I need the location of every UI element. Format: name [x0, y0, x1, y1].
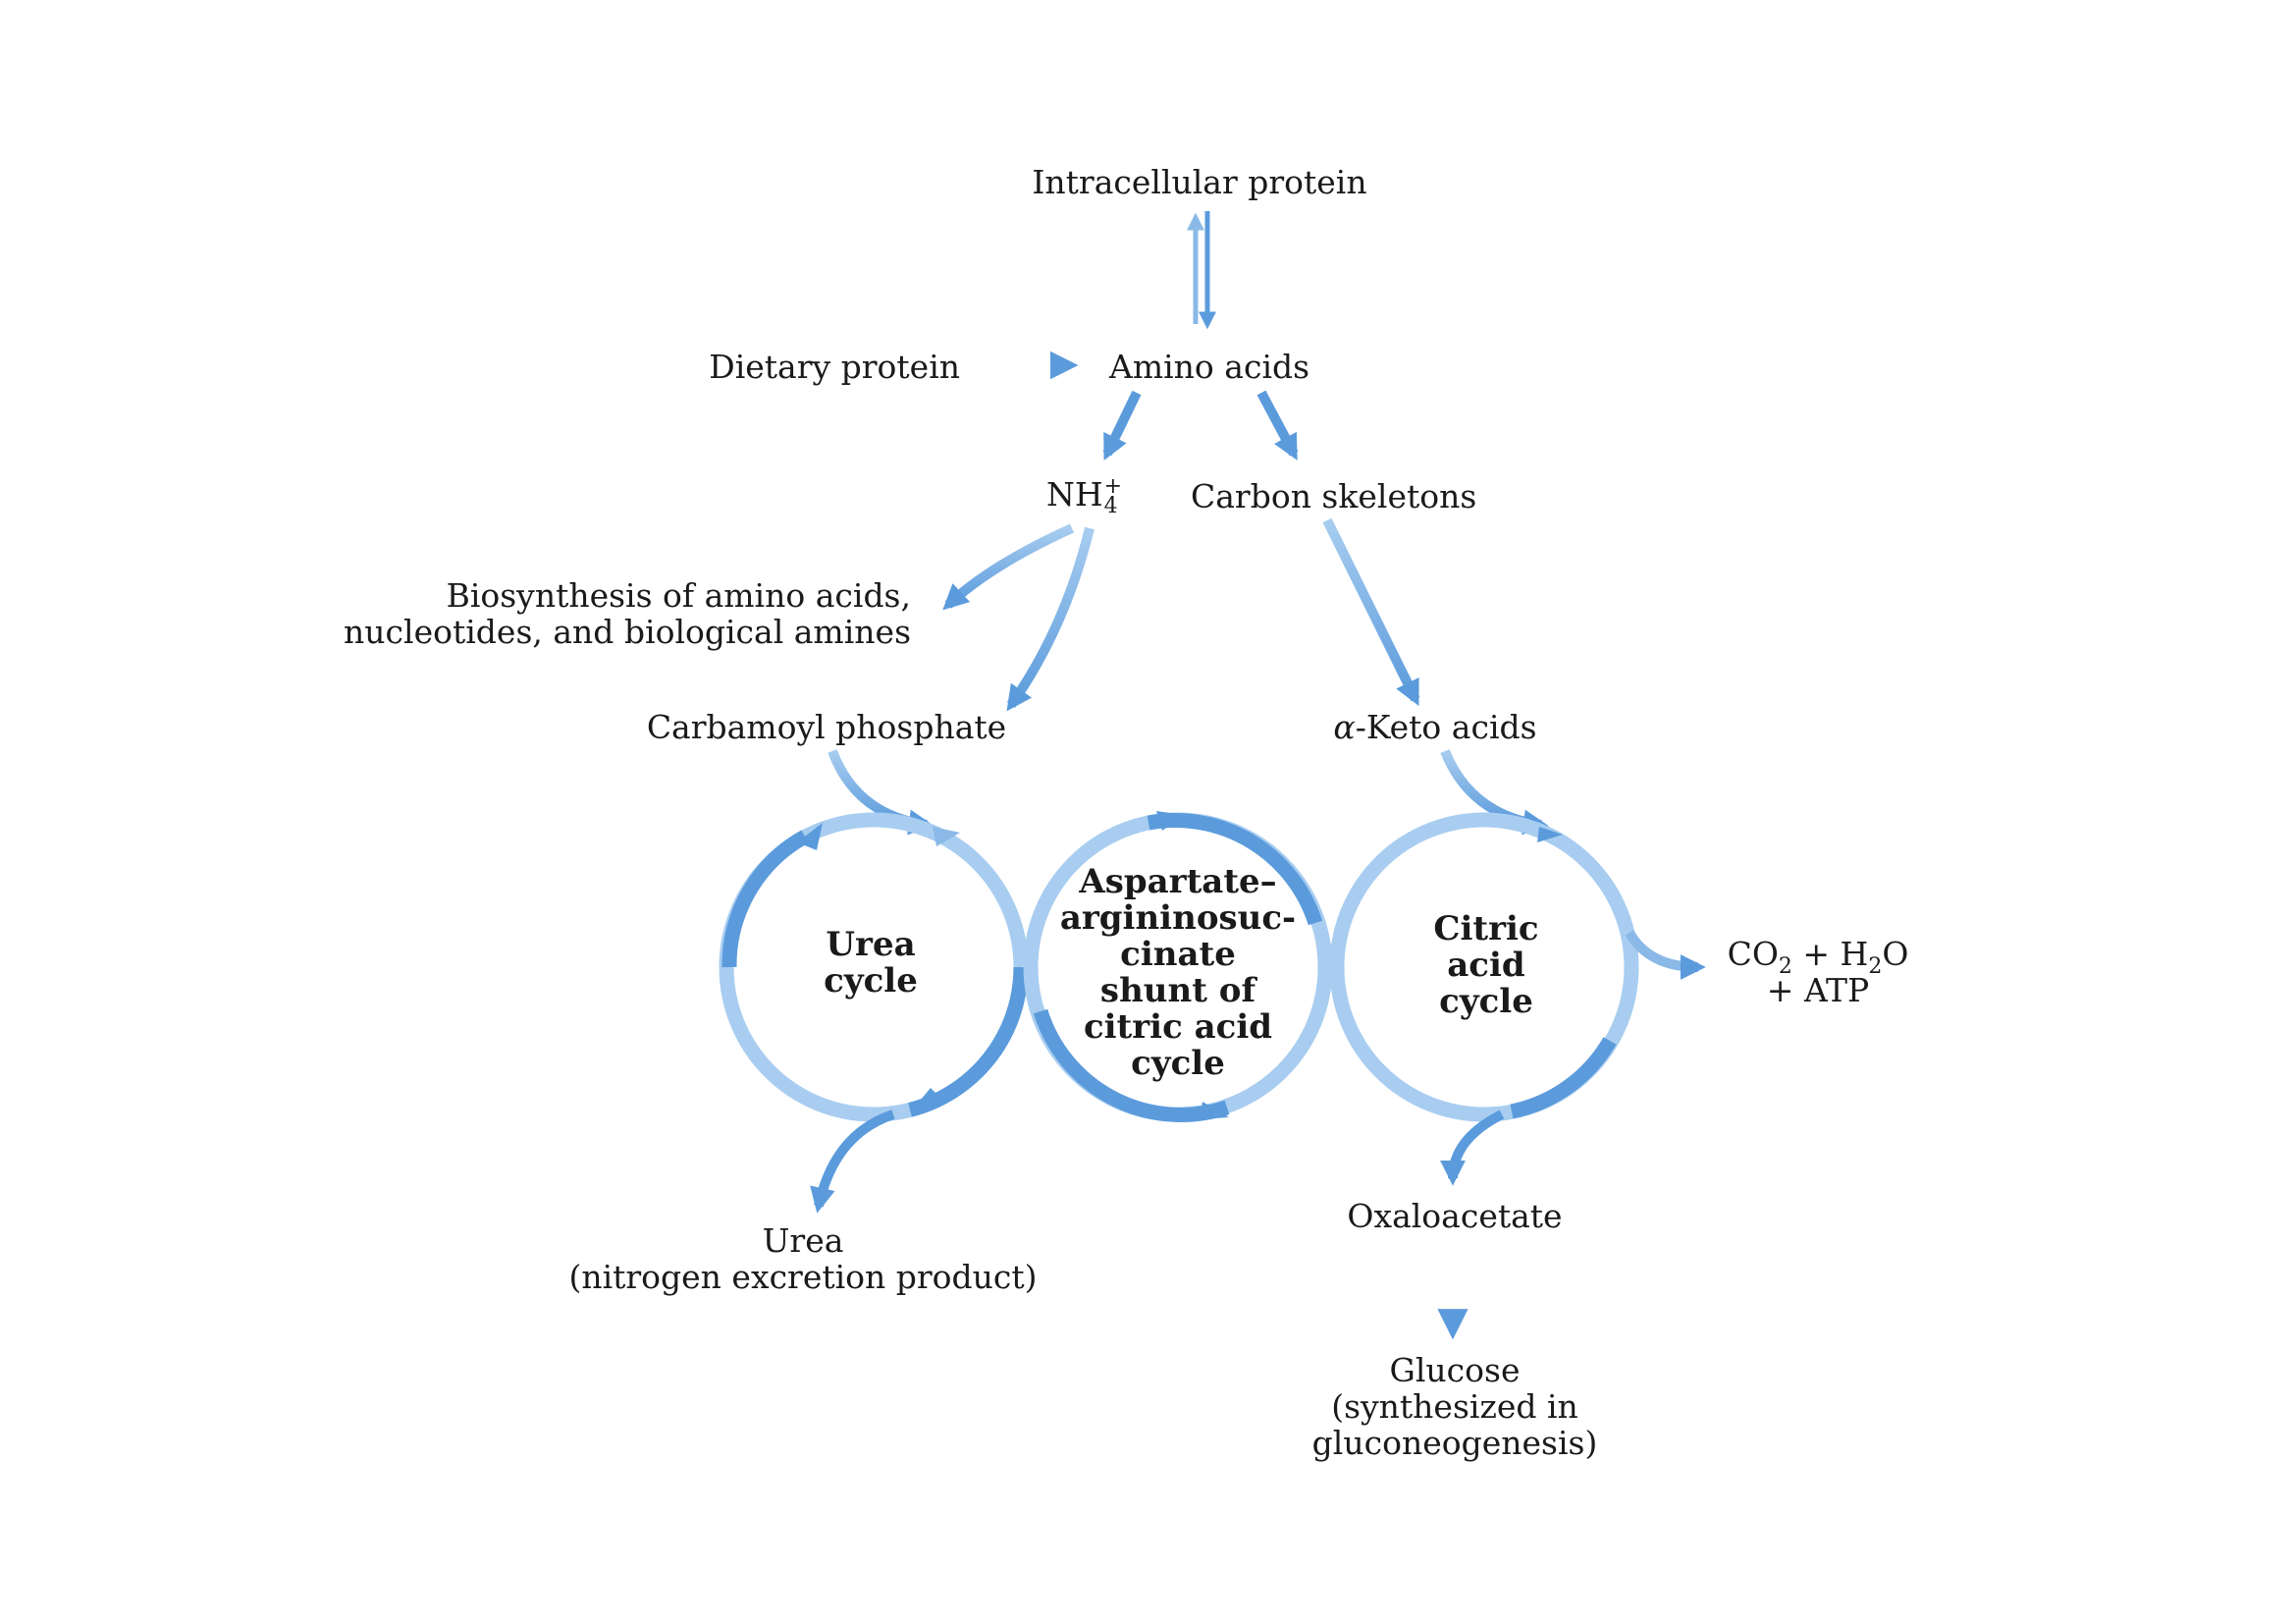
arrow-icon [797, 823, 823, 850]
biosynthesis-line-2: nucleotides, and biological amines [344, 613, 911, 651]
ammonium-base: NH [1046, 475, 1103, 514]
arrow-icon [911, 1088, 942, 1111]
arrow-icon [810, 1109, 895, 1214]
urea-cycle-label: Urea cycle [824, 927, 918, 1000]
dietary-protein-label: Dietary protein [709, 348, 960, 386]
amino-acids-label: Amino acids [1109, 348, 1310, 386]
citric-line-2: acid [1447, 946, 1525, 985]
urea-cycle-line-2: cycle [824, 961, 918, 1001]
arrow-icon [1006, 526, 1095, 712]
shunt-line-6: cycle [1131, 1044, 1225, 1083]
citric-acid-cycle-icon [1329, 812, 1639, 1122]
arrow-icon [1537, 827, 1563, 842]
arrow-icon [1322, 517, 1420, 706]
carbamoyl-phosphate-label: Carbamoyl phosphate [646, 708, 1007, 746]
products-line-1: CO2 + H2O [1727, 935, 1909, 979]
citric-line-3: cycle [1439, 982, 1533, 1021]
shunt-cycle-label: Aspartate– argininosuc- cinate shunt of … [1060, 864, 1296, 1082]
keto-acids-label: α-Keto acids [1333, 709, 1536, 745]
arrow-icon [933, 827, 960, 846]
glucose-line-1: Glucose [1389, 1351, 1521, 1389]
arrow-icon [1200, 1102, 1229, 1119]
shunt-line-3: cinate [1120, 935, 1236, 974]
arrow-icon [1102, 390, 1142, 461]
urea-label: Urea (nitrogen excretion product) [568, 1222, 1037, 1295]
shunt-line-2: argininosuc- [1059, 898, 1297, 938]
citric-line-1: Citric [1433, 909, 1539, 948]
glucose-line-3: gluconeogenesis) [1311, 1424, 1598, 1462]
intracellular-protein-label: Intracellular protein [1032, 163, 1367, 201]
carbon-skeletons-label: Carbon skeletons [1191, 477, 1477, 515]
protein-exchange-arrows [1187, 211, 1216, 330]
urea-line-1: Urea [762, 1221, 844, 1260]
shunt-line-5: citric acid [1083, 1007, 1273, 1047]
biosynthesis-label: Biosynthesis of amino acids, nucleotides… [344, 577, 911, 650]
arrow-icon [1625, 930, 1706, 980]
keto-acids-rest: -Keto acids [1355, 708, 1537, 746]
arrow-icon [1256, 390, 1299, 460]
shunt-line-1: Aspartate– [1079, 862, 1277, 901]
oxaloacetate-label: Oxaloacetate [1347, 1197, 1563, 1235]
arrow-icon [942, 523, 1075, 611]
ammonium-subscript: 4 [1103, 494, 1118, 518]
urea-line-2: (nitrogen excretion product) [568, 1258, 1038, 1296]
shunt-cycle-icon [1023, 811, 1333, 1122]
shunt-line-4: shunt of [1099, 971, 1256, 1010]
citric-acid-cycle-label: Citric acid cycle [1433, 911, 1538, 1020]
ammonium-label: NH+4 [1046, 474, 1123, 518]
urea-cycle-icon [719, 812, 1029, 1122]
co2-h2o-atp-label: CO2 + H2O + ATP [1728, 936, 1909, 1008]
keto-acids-alpha: α [1333, 708, 1356, 746]
ammonium-charge: + [1103, 474, 1123, 499]
arrow-icon [1156, 811, 1184, 831]
urea-cycle-line-1: Urea [826, 925, 916, 964]
products-line-2: + ATP [1766, 971, 1870, 1009]
glucose-line-2: (synthesized in [1331, 1387, 1578, 1426]
glucose-label: Glucose (synthesized in gluconeogenesis) [1312, 1352, 1598, 1461]
arrow-icon [1440, 1109, 1505, 1186]
biosynthesis-line-1: Biosynthesis of amino acids, [446, 576, 911, 615]
